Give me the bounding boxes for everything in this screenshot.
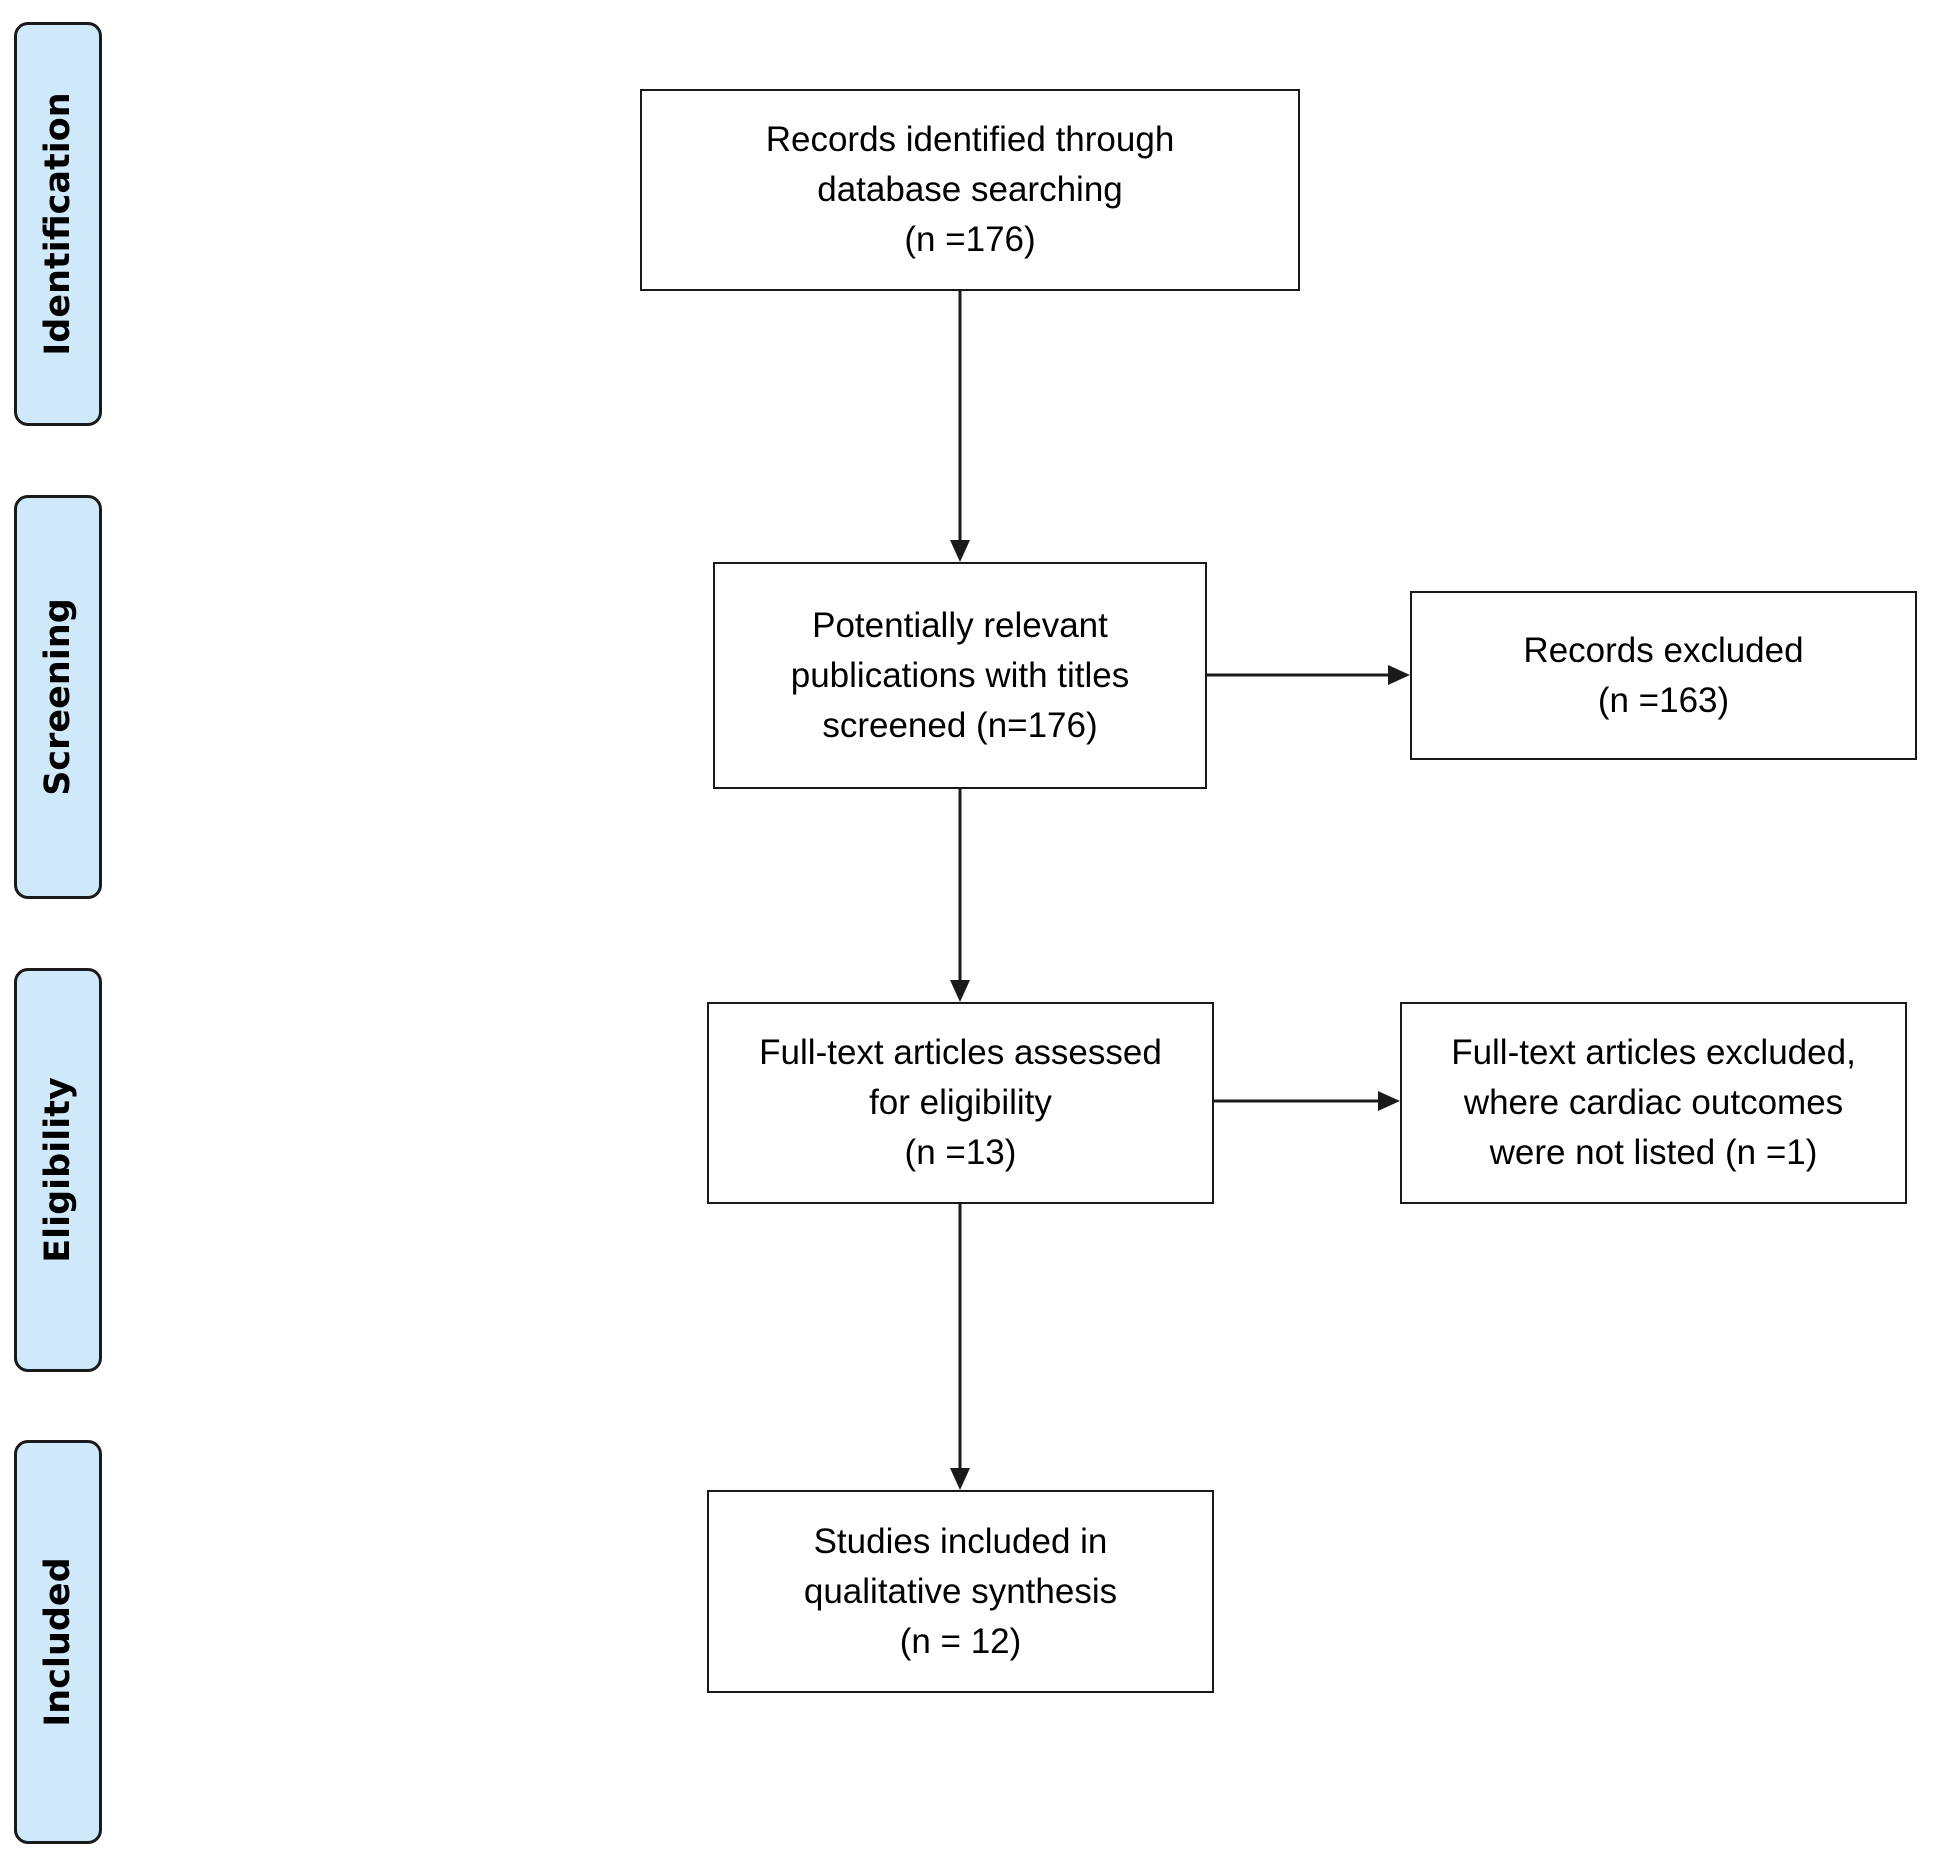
arrowhead-assessed: [950, 980, 970, 1002]
stage-eligibility: Eligibility: [14, 968, 102, 1372]
box-studies-included: Studies included in qualitative synthesi…: [707, 1490, 1214, 1693]
box-records-excluded: Records excluded (n =163): [1410, 591, 1917, 760]
stage-screening: Screening: [14, 495, 102, 899]
box-fulltext-excluded: Full-text articles excluded, where cardi…: [1400, 1002, 1907, 1204]
box-records-identified: Records identified through database sear…: [640, 89, 1300, 291]
arrowhead-included: [950, 1468, 970, 1490]
box-fulltext-assessed: Full-text articles assessed for eligibil…: [707, 1002, 1214, 1204]
arrowhead-fulltext-excluded: [1378, 1091, 1400, 1111]
box-titles-screened: Potentially relevant publications with t…: [713, 562, 1207, 789]
box-fulltext-assessed-text: Full-text articles assessed for eligibil…: [759, 1033, 1162, 1172]
arrowhead-excluded: [1388, 665, 1410, 685]
box-titles-screened-text: Potentially relevant publications with t…: [790, 605, 1130, 745]
box-records-excluded-text: Records excluded (n =163): [1523, 630, 1804, 720]
stage-included: Included: [14, 1440, 102, 1844]
box-studies-included-text: Studies included in qualitative synthesi…: [803, 1521, 1118, 1661]
stage-identification: Identification: [14, 22, 102, 426]
arrowhead-screened: [950, 540, 970, 562]
box-records-identified-text: Records identified through database sear…: [765, 120, 1175, 259]
box-fulltext-excluded-text: Full-text articles excluded, where cardi…: [1451, 1033, 1856, 1172]
